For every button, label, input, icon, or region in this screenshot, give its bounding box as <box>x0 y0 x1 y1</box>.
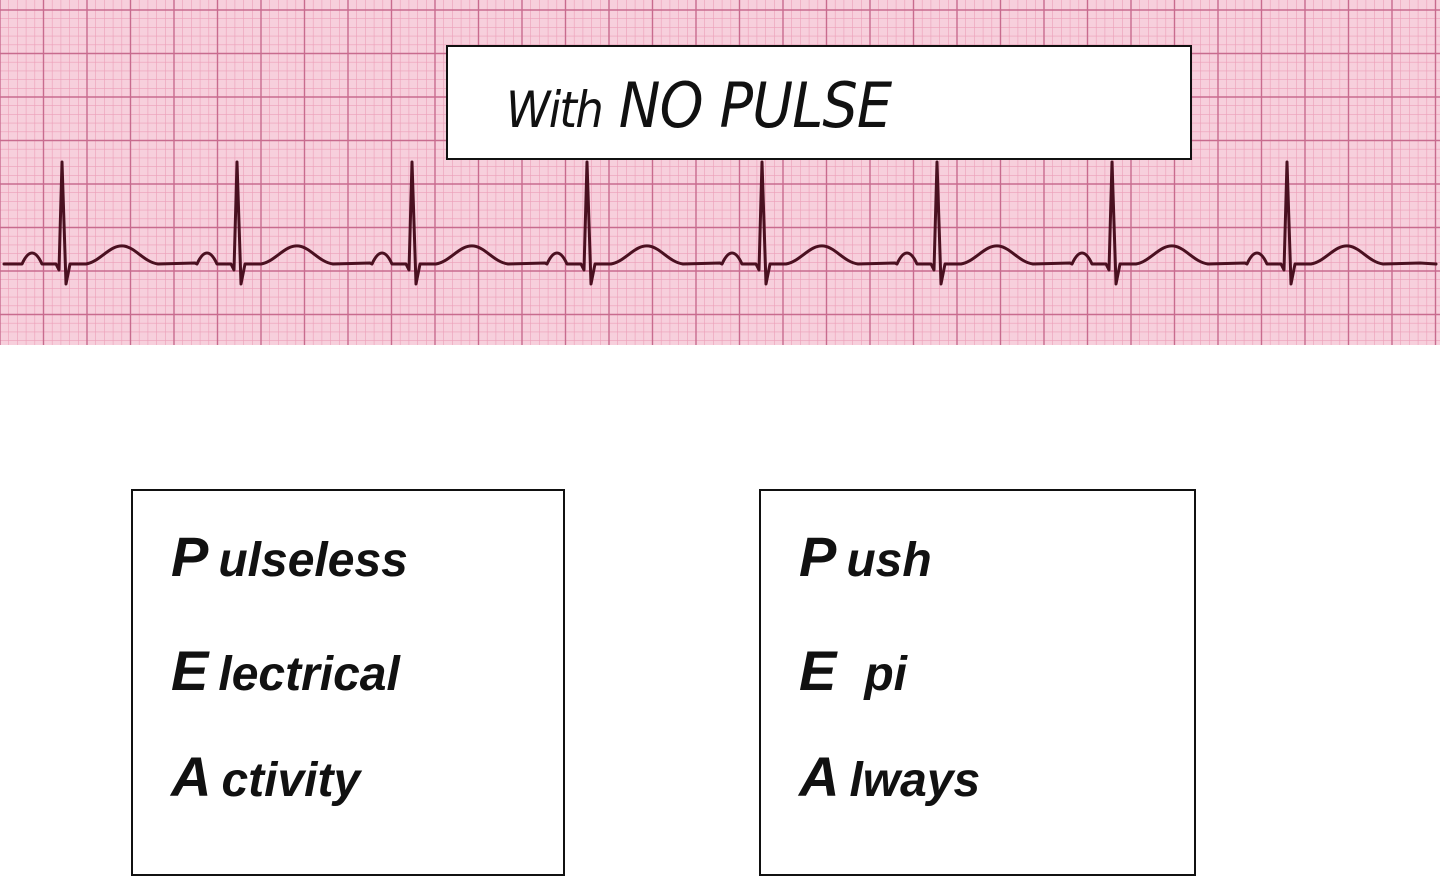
pea-initial-p: P <box>171 525 209 588</box>
title-word-with: With <box>506 81 604 139</box>
treatment-rest-epi: pi <box>864 648 908 701</box>
treatment-rest-push: ush <box>846 534 932 587</box>
pea-rest-pulseless: ulseless <box>218 534 408 587</box>
title-text: With NO PULSE <box>506 69 892 142</box>
treatment-rest-always: lways <box>849 754 981 807</box>
pea-initial-e: E <box>171 639 209 702</box>
title-word-no-pulse: NO PULSE <box>618 69 892 142</box>
treatment-initial-a: A <box>799 745 840 808</box>
pea-initial-a: A <box>171 745 212 808</box>
ecg-trace <box>2 160 1438 286</box>
title-box: With NO PULSE <box>446 45 1192 160</box>
pea-rest-activity: ctivity <box>221 754 361 807</box>
treatment-initial-e: E <box>799 639 837 702</box>
treatment-initial-p: P <box>799 525 837 588</box>
pea-rest-electrical: lectrical <box>218 648 400 701</box>
